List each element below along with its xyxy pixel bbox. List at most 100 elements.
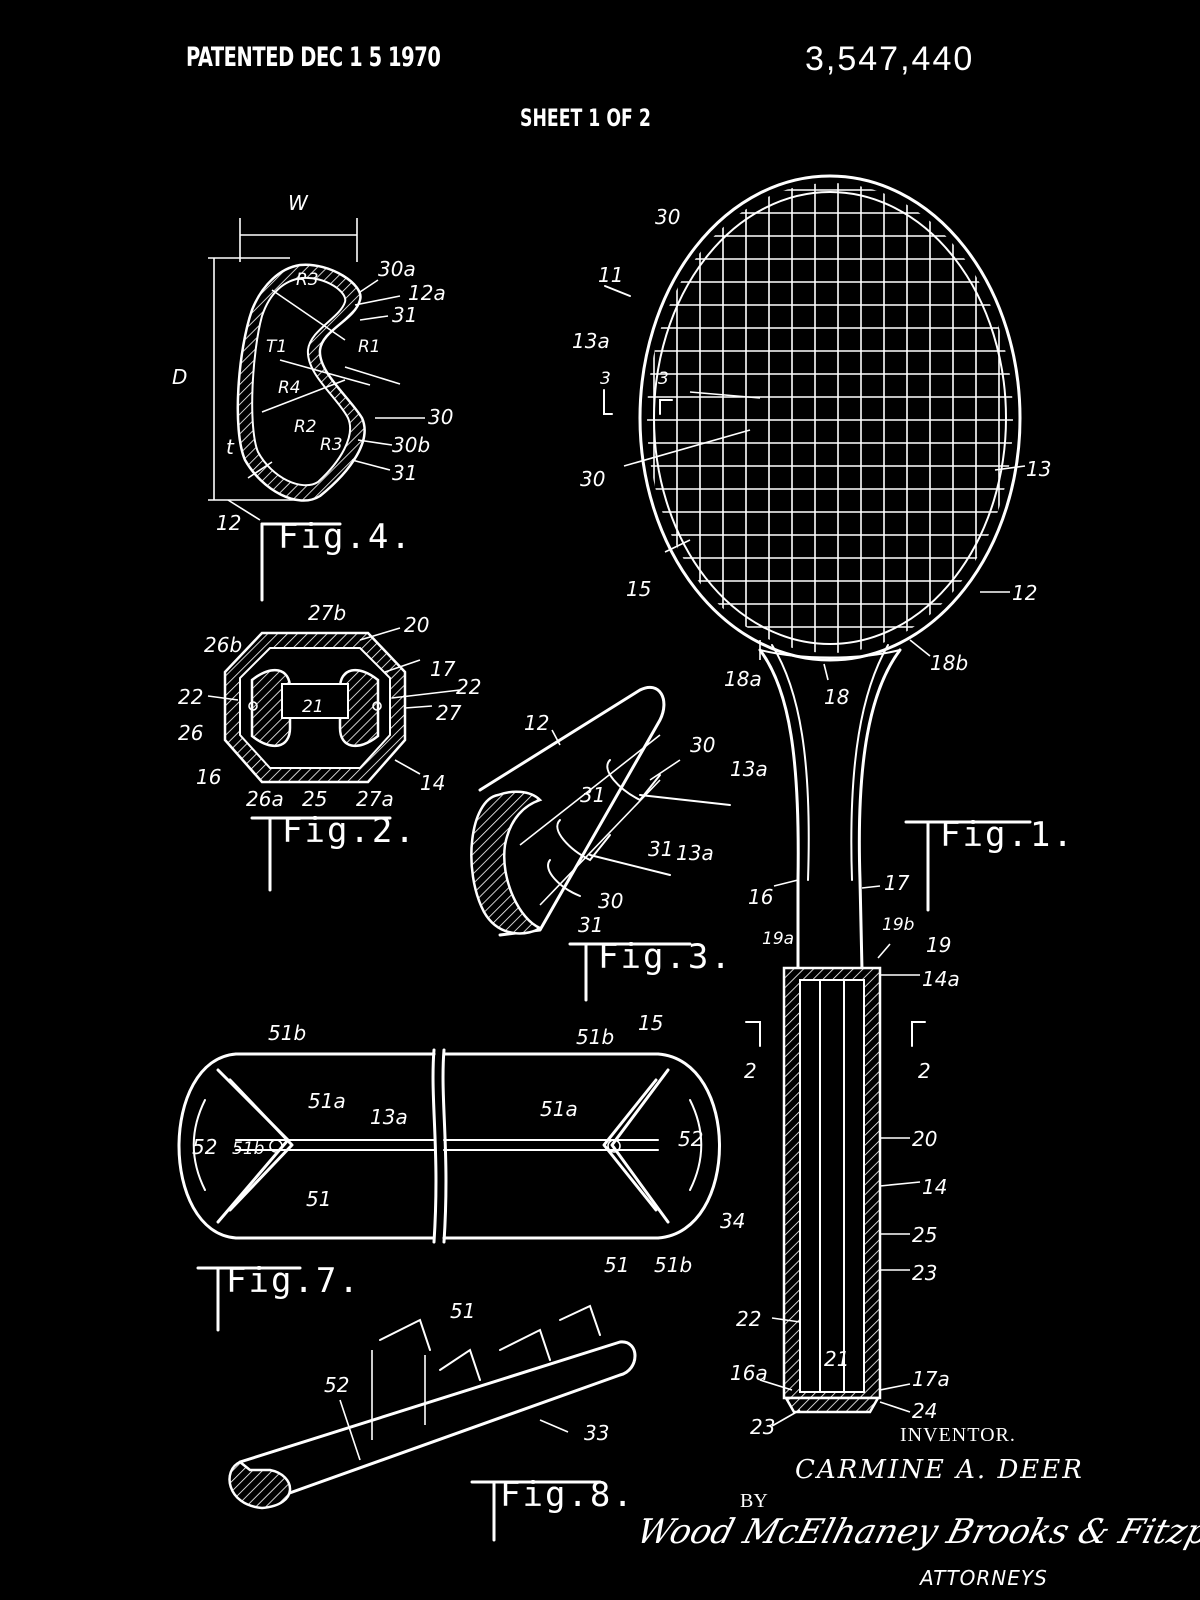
label-21: 21 — [824, 1347, 849, 1371]
label-13a-mid: 13a — [676, 841, 714, 865]
label-12: 12 — [524, 711, 549, 735]
svg-text:Fig.8.: Fig.8. — [500, 1475, 635, 1515]
label-14: 14 — [420, 771, 445, 795]
label-18a: 18a — [724, 667, 762, 691]
label-3-left: 3 — [600, 369, 611, 389]
label-30-top: 30 — [655, 205, 680, 229]
label-22-left: 22 — [178, 685, 203, 709]
label-52-left: 52 — [192, 1135, 217, 1159]
label-15: 15 — [626, 577, 651, 601]
label-24: 24 — [912, 1399, 937, 1423]
label-13a-top: 13a — [730, 757, 768, 781]
label-34: 34 — [720, 1209, 745, 1233]
attorneys-signature: Wood McElhaney Brooks & Fitzpatrick — [632, 1512, 1200, 1552]
label-26a: 26a — [246, 787, 284, 811]
label-27a: 27a — [356, 787, 394, 811]
figure-7-labels: 51b 51b 15 51a 13a 51a 52 51b 52 51 51 5… — [192, 1011, 745, 1277]
label-16a: 16a — [730, 1361, 768, 1385]
label-30b: 30b — [392, 433, 430, 457]
label-R2: R2 — [294, 417, 317, 437]
label-52: 52 — [324, 1373, 349, 1397]
figure-3-frame-perspective — [470, 685, 731, 937]
label-20: 20 — [912, 1127, 937, 1151]
label-R3-bottom: R3 — [320, 435, 343, 455]
label-2-right: 2 — [918, 1059, 931, 1083]
label-11: 11 — [598, 263, 623, 287]
label-25: 25 — [302, 787, 327, 811]
label-15: 15 — [638, 1011, 663, 1035]
figure-7-insert-section — [177, 1048, 721, 1244]
label-51-left: 51 — [306, 1187, 331, 1211]
label-27: 27 — [436, 701, 462, 725]
label-52-right: 52 — [678, 1127, 703, 1151]
figure-1-labels: 30 11 13a 3 3 30 13 15 12 18a 18 18b 16 … — [572, 205, 1051, 1439]
label-T1: T1 — [266, 337, 287, 357]
label-16: 16 — [196, 765, 221, 789]
label-13a: 13a — [572, 329, 610, 353]
label-22: 22 — [736, 1307, 761, 1331]
label-31-bottom: 31 — [392, 461, 417, 485]
label-20: 20 — [404, 613, 429, 637]
label-19a: 19a — [762, 929, 794, 949]
label-25: 25 — [912, 1223, 937, 1247]
label-18: 18 — [824, 685, 849, 709]
label-2-left: 2 — [744, 1059, 757, 1083]
label-30-top: 30 — [690, 733, 715, 757]
label-51-right: 51 — [604, 1253, 629, 1277]
label-W: W — [288, 191, 309, 215]
label-12a: 12a — [408, 281, 446, 305]
figure-4-frame-section — [208, 218, 425, 521]
svg-text:Fig.2.: Fig.2. — [282, 811, 417, 851]
label-21: 21 — [302, 697, 324, 717]
label-14a: 14a — [922, 967, 960, 991]
string-bed — [647, 183, 1013, 653]
label-51: 51 — [450, 1299, 475, 1323]
label-30-left: 30 — [580, 467, 605, 491]
patent-number: 3,547,440 — [805, 40, 975, 78]
label-14: 14 — [922, 1175, 947, 1199]
label-51b-left: 51b — [268, 1021, 306, 1045]
figure-8-labels: 51 52 33 — [324, 1299, 609, 1445]
label-R4: R4 — [278, 378, 301, 398]
label-31-top: 31 — [580, 783, 605, 807]
label-12: 12 — [1012, 581, 1037, 605]
label-3-right: 3 — [658, 369, 669, 389]
label-D: D — [172, 365, 187, 389]
label-18b: 18b — [930, 651, 968, 675]
patent-date: PATENTED DEC 1 5 1970 — [186, 42, 441, 73]
svg-text:Fig.1.: Fig.1. — [940, 815, 1075, 855]
inventor-caption: INVENTOR. — [900, 1424, 1016, 1446]
label-30a: 30a — [378, 257, 416, 281]
label-31-mid: 31 — [648, 837, 673, 861]
label-23-bottom: 23 — [750, 1415, 775, 1439]
svg-text:Fig.7.: Fig.7. — [226, 1261, 361, 1301]
label-33: 33 — [584, 1421, 609, 1445]
label-17: 17 — [884, 871, 910, 895]
label-16: 16 — [748, 885, 773, 909]
figure-8-caption: Fig.8. — [470, 1475, 635, 1542]
figure-2-handle-section — [207, 627, 461, 784]
label-t: t — [226, 435, 235, 459]
figure-4-caption: Fig.4. — [260, 517, 413, 602]
label-17a: 17a — [912, 1367, 950, 1391]
label-27b: 27b — [308, 601, 346, 625]
figure-3-caption: Fig.3. — [568, 937, 733, 1002]
attorneys-caption: ATTORNEYS — [920, 1566, 1048, 1590]
svg-text:Fig.4.: Fig.4. — [278, 517, 413, 557]
label-13a: 13a — [370, 1105, 408, 1129]
label-22-right: 22 — [456, 675, 481, 699]
svg-text:Fig.3.: Fig.3. — [598, 937, 733, 977]
label-19b: 19b — [882, 915, 914, 935]
label-R3-top: R3 — [296, 270, 319, 290]
label-17: 17 — [430, 657, 456, 681]
figure-4-labels: W D t T1 R4 R1 R2 R3 R3 30a 12a 31 30 30… — [172, 191, 453, 535]
figure-1-caption: Fig.1. — [904, 815, 1075, 912]
label-51b-bottom: 51b — [654, 1253, 692, 1277]
label-12: 12 — [216, 511, 241, 535]
figure-8-insert-perspective — [228, 1304, 637, 1510]
by-label: BY — [740, 1490, 768, 1512]
label-30-bottom: 30 — [598, 889, 623, 913]
label-51b-inner: 51b — [232, 1139, 264, 1159]
label-13: 13 — [1026, 457, 1051, 481]
